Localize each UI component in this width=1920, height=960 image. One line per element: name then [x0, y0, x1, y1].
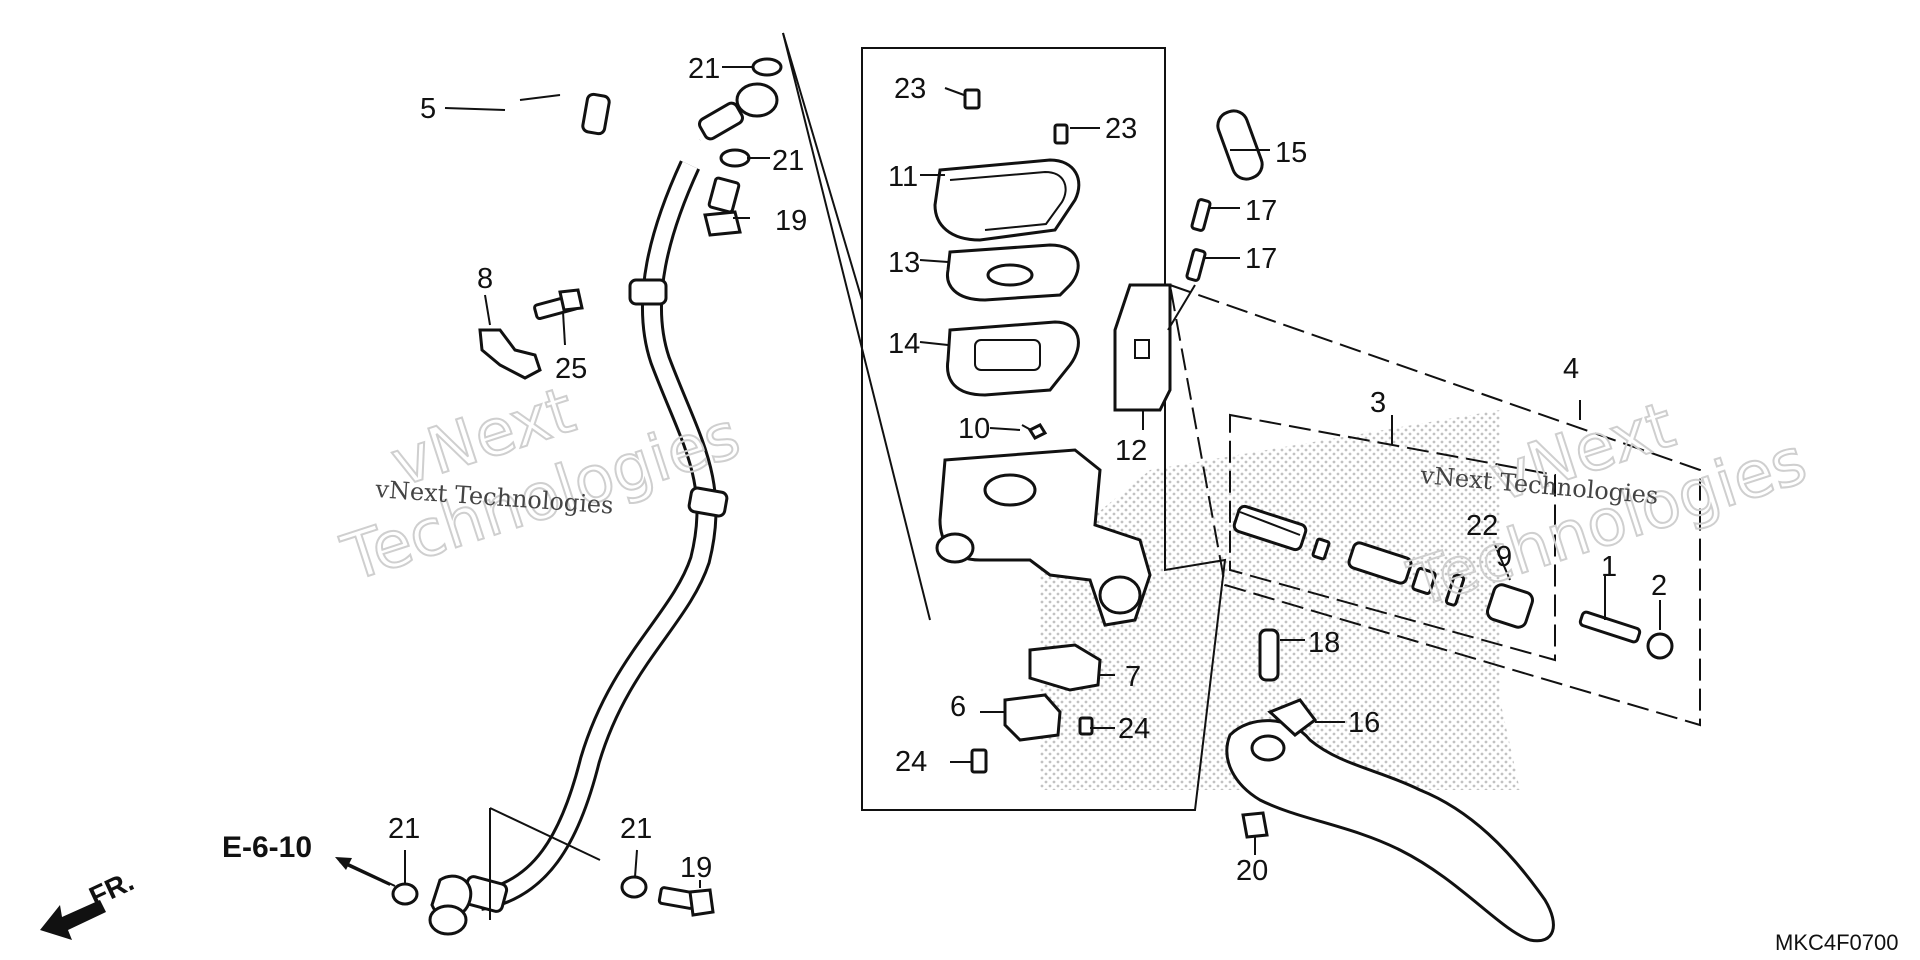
dotted-watermark	[1040, 410, 1520, 790]
callout-25: 25	[555, 353, 587, 385]
reservoir-cover-parts	[933, 88, 1081, 397]
hose-clamp-bracket	[478, 288, 584, 380]
front-direction-arrow-icon	[40, 900, 106, 940]
callout-24b: 24	[895, 746, 927, 778]
callout-15: 15	[1275, 137, 1307, 169]
callout-10: 10	[958, 413, 990, 445]
callout-9: 9	[1496, 541, 1512, 573]
figure-code: MKC4F0700	[1775, 930, 1899, 955]
callout-13: 13	[888, 247, 920, 279]
callout-14: 14	[888, 328, 920, 360]
clutch-hose	[461, 86, 744, 913]
callout-6: 6	[950, 691, 966, 723]
callout-22: 22	[1466, 510, 1498, 542]
callout-4: 4	[1563, 353, 1579, 385]
callout-21d: 21	[620, 813, 652, 845]
callout-12: 12	[1115, 435, 1147, 467]
callouts: 1 2 3 4 5 6 7 8 9 10 11 12 13 14 15 16 1…	[388, 53, 1667, 887]
callout-23b: 23	[1105, 113, 1137, 145]
clutch-lever	[1225, 628, 1555, 943]
callout-2: 2	[1651, 570, 1667, 602]
switch-parts	[970, 643, 1102, 774]
hinge-cover-parts	[1113, 109, 1264, 412]
reference-arrow	[335, 857, 396, 887]
leader-lines	[404, 66, 1661, 888]
callout-19b: 19	[680, 852, 712, 884]
callout-1: 1	[1601, 551, 1617, 583]
callout-24a: 24	[1118, 713, 1150, 745]
callout-17b: 17	[1245, 243, 1277, 275]
assembly-frames	[782, 32, 1701, 811]
callout-11: 11	[888, 161, 918, 193]
reference-label: E-6-10	[222, 831, 312, 864]
callout-18: 18	[1308, 627, 1340, 659]
callout-21c: 21	[388, 813, 420, 845]
master-cylinder-body	[935, 423, 1152, 627]
callout-21b: 21	[772, 145, 804, 177]
callout-19a: 19	[775, 205, 807, 237]
callout-8: 8	[477, 263, 493, 295]
callout-3: 3	[1370, 387, 1386, 419]
piston-assembly	[1232, 504, 1674, 660]
callout-17a: 17	[1245, 195, 1277, 227]
callout-23a: 23	[894, 73, 926, 105]
callout-16: 16	[1348, 707, 1380, 739]
callout-21a: 21	[688, 53, 720, 85]
callout-20: 20	[1236, 855, 1268, 887]
callout-5: 5	[420, 93, 436, 125]
callout-7: 7	[1125, 661, 1141, 693]
lower-hose-fittings	[339, 807, 715, 936]
upper-hose-fittings	[703, 57, 783, 237]
